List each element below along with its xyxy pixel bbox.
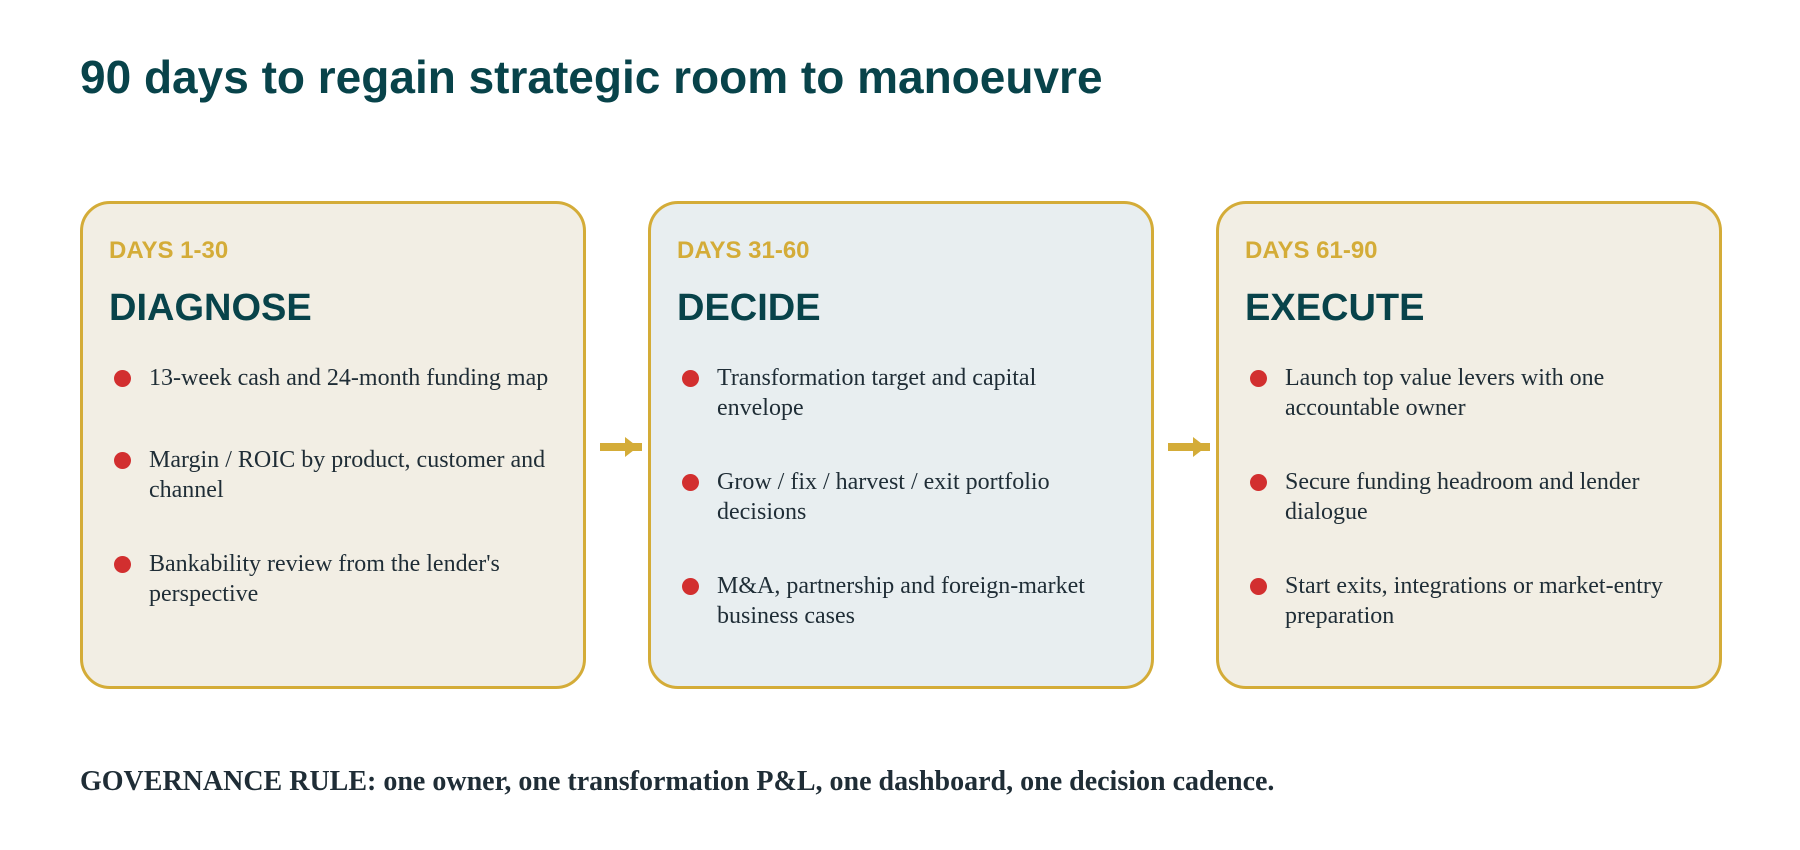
list-item: Transformation target and capital envelo… xyxy=(677,363,1125,423)
list-item: 13-week cash and 24-month funding map xyxy=(109,363,557,393)
red-dot-icon xyxy=(114,452,131,469)
list-item: Secure funding headroom and lender dialo… xyxy=(1245,467,1693,527)
list-item-text: Start exits, integrations or market-entr… xyxy=(1285,573,1663,629)
phase-item-list: Transformation target and capital envelo… xyxy=(677,363,1125,631)
list-item-text: Margin / ROIC by product, customer and c… xyxy=(149,447,546,503)
arrow-right-icon xyxy=(600,437,642,457)
list-item: Bankability review from the lender's per… xyxy=(109,549,557,609)
list-item-text: Grow / fix / harvest / exit portfolio de… xyxy=(717,469,1050,525)
red-dot-icon xyxy=(114,556,131,573)
red-dot-icon xyxy=(1250,474,1267,491)
red-dot-icon xyxy=(682,370,699,387)
list-item: Start exits, integrations or market-entr… xyxy=(1245,571,1693,631)
list-item: Margin / ROIC by product, customer and c… xyxy=(109,445,557,505)
phase-card-diagnose: DAYS 1-30 DIAGNOSE 13-week cash and 24-m… xyxy=(80,201,586,689)
list-item-text: Launch top value levers with one account… xyxy=(1285,365,1605,421)
list-item-text: Bankability review from the lender's per… xyxy=(149,551,500,607)
list-item: Launch top value levers with one account… xyxy=(1245,363,1693,423)
list-item: M&A, partnership and foreign-market busi… xyxy=(677,571,1125,631)
red-dot-icon xyxy=(682,578,699,595)
page-title: 90 days to regain strategic room to mano… xyxy=(80,51,1103,103)
list-item-text: M&A, partnership and foreign-market busi… xyxy=(717,573,1085,629)
phase-card-decide: DAYS 31-60 DECIDE Transformation target … xyxy=(648,201,1154,689)
phase-name: DIAGNOSE xyxy=(109,287,312,329)
phase-days-label: DAYS 1-30 xyxy=(109,237,229,264)
phase-item-list: Launch top value levers with one account… xyxy=(1245,363,1693,631)
red-dot-icon xyxy=(1250,370,1267,387)
phase-name: DECIDE xyxy=(677,287,821,329)
phase-item-list: 13-week cash and 24-month funding map Ma… xyxy=(109,363,557,609)
list-item-text: 13-week cash and 24-month funding map xyxy=(149,365,549,391)
arrow-right-icon xyxy=(1168,437,1210,457)
governance-rule: GOVERNANCE RULE: one owner, one transfor… xyxy=(80,766,1275,797)
phase-card-execute: DAYS 61-90 EXECUTE Launch top value leve… xyxy=(1216,201,1722,689)
red-dot-icon xyxy=(682,474,699,491)
list-item-text: Secure funding headroom and lender dialo… xyxy=(1285,469,1640,525)
phase-days-label: DAYS 31-60 xyxy=(677,237,810,264)
list-item: Grow / fix / harvest / exit portfolio de… xyxy=(677,467,1125,527)
red-dot-icon xyxy=(1250,578,1267,595)
red-dot-icon xyxy=(114,370,131,387)
phase-days-label: DAYS 61-90 xyxy=(1245,237,1378,264)
list-item-text: Transformation target and capital envelo… xyxy=(717,365,1037,421)
phase-name: EXECUTE xyxy=(1245,287,1425,329)
